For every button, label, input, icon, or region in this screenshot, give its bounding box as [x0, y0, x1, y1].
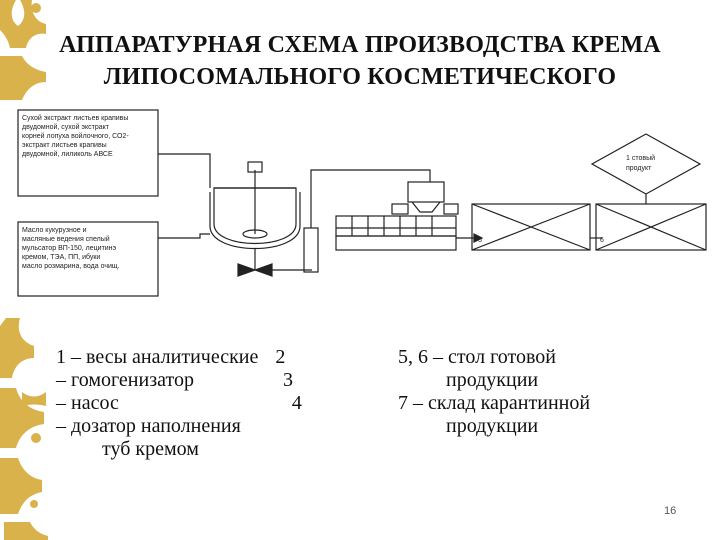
- input-box-oils: [17, 221, 159, 297]
- legend-left-num-3: 3: [282, 369, 293, 391]
- page-title-line2: ЛИПОСОМАЛЬНОГО КОСМЕТИЧЕСКОГО: [103, 64, 617, 90]
- legend-left-num-2: 2: [275, 346, 286, 368]
- legend-right: 5, 6 – стол готовой продукции 7 – склад …: [398, 346, 590, 438]
- apparatus-diagram: Сухой экстракт листьев крапивы двудомной…: [17, 109, 707, 297]
- legend-left-line-1: 1 – весы аналитические: [56, 346, 259, 368]
- pump: [303, 227, 319, 273]
- reactor-vessel: [213, 187, 297, 245]
- legend-left-row-3: – насос 4: [56, 392, 302, 415]
- finished-product-diamond: [590, 133, 702, 195]
- legend-left: 1 – весы аналитические 2 – гомогенизатор…: [56, 346, 302, 461]
- box2-line-3: кремом, ТЭА, ПП, ибуки: [22, 253, 100, 261]
- legend-left-row-2: – гомогенизатор 3: [56, 369, 302, 392]
- box1-line-4: двудомной, лиликоль АВСЕ: [22, 150, 113, 158]
- legend-left-line-3: – насос: [56, 392, 119, 414]
- legend-left-row-1: 1 – весы аналитические 2: [56, 346, 302, 369]
- diamond-line-1: продукт: [626, 165, 652, 172]
- diamond-line-0: 1 стовый: [626, 154, 655, 162]
- table-6: [595, 203, 707, 251]
- table-5: [471, 203, 591, 251]
- table-6-label: 6: [600, 237, 604, 244]
- legend-right-line-2: продукции: [446, 369, 539, 391]
- box2-line-1: масляные ведения спелый: [22, 235, 110, 243]
- ornament-bottom: [0, 318, 48, 540]
- legend-left-num-4: 4: [291, 392, 302, 414]
- hopper: [407, 181, 445, 203]
- legend-left-line-2: – гомогенизатор: [56, 369, 194, 391]
- legend-right-line-4: продукции: [446, 415, 539, 437]
- box2-line-4: масло розмарина, вода очищ.: [22, 263, 120, 270]
- box2-line-2: мульсатор ВП-150, лецитинэ: [22, 245, 117, 252]
- legend-left-line-4: – дозатор наполнения: [56, 415, 241, 437]
- box2-line-0: Масло кукурузное и: [22, 227, 87, 234]
- filling-machine: [335, 215, 457, 237]
- page-title-line1: АППАРАТУРНАЯ СХЕМА ПРОИЗВОДСТВА КРЕМА: [59, 32, 661, 58]
- legend-right-line-1: 5, 6 – стол готовой: [398, 346, 556, 368]
- legend-right-line-3: 7 – склад карантинной: [398, 392, 591, 414]
- input-box-extracts: [17, 109, 159, 197]
- box1-line-3: экстракт листьев крапивы: [22, 142, 107, 149]
- page-number: 16: [664, 505, 677, 517]
- box1-line-0: Сухой экстракт листьев крапивы: [22, 114, 128, 122]
- box1-line-1: двудомной, сухой экстракт: [22, 123, 110, 131]
- table-5-label: 5: [478, 237, 482, 244]
- ornament-top: [0, 0, 46, 100]
- box1-line-2: корней лопуха войлочного, СО2-: [22, 132, 129, 140]
- legend-left-line-5: туб кремом: [102, 438, 199, 460]
